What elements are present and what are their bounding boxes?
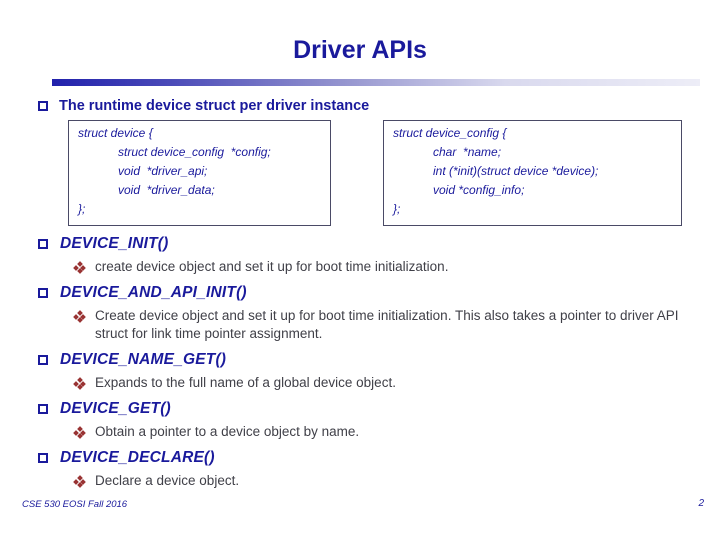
section-desc-row: Obtain a pointer to a device object by n… bbox=[0, 423, 720, 441]
api-sections: DEVICE_INIT() create device object and s… bbox=[0, 233, 720, 496]
section-desc: Expands to the full name of a global dev… bbox=[95, 375, 396, 390]
section-desc-row: Declare a device object. bbox=[0, 472, 720, 490]
section-heading-row: DEVICE_GET() bbox=[0, 398, 720, 419]
square-bullet-icon bbox=[38, 452, 48, 463]
section-desc-row: create device object and set it up for b… bbox=[0, 258, 720, 276]
section-heading: DEVICE_GET() bbox=[60, 399, 171, 417]
four-diamonds-bullet-icon bbox=[73, 426, 86, 439]
code-line: struct device_config { bbox=[393, 126, 507, 140]
title-underline-bar bbox=[52, 79, 700, 86]
section-desc: create device object and set it up for b… bbox=[95, 259, 449, 274]
four-diamonds-bullet-icon bbox=[73, 261, 86, 274]
section-heading-row: DEVICE_DECLARE() bbox=[0, 447, 720, 468]
section-device-init: DEVICE_INIT() create device object and s… bbox=[0, 233, 720, 276]
section-device-declare: DEVICE_DECLARE() Declare a device object… bbox=[0, 447, 720, 490]
section-desc: Declare a device object. bbox=[95, 473, 240, 488]
section-heading: DEVICE_INIT() bbox=[60, 234, 169, 252]
footer-course-label: CSE 530 EOSI Fall 2016 bbox=[22, 499, 128, 510]
code-line: struct device { bbox=[78, 126, 153, 140]
section-heading-row: DEVICE_NAME_GET() bbox=[0, 349, 720, 370]
square-bullet-icon bbox=[38, 354, 48, 365]
section-desc: Create device object and set it up for b… bbox=[95, 308, 679, 341]
section-device-name-get: DEVICE_NAME_GET() Expands to the full na… bbox=[0, 349, 720, 392]
square-bullet-icon bbox=[38, 101, 48, 111]
page-title: Driver APIs bbox=[293, 36, 427, 64]
square-bullet-icon bbox=[38, 403, 48, 414]
code-line: char *name; bbox=[393, 145, 502, 159]
code-line: void *config_info; bbox=[393, 183, 525, 197]
section-desc: Obtain a pointer to a device object by n… bbox=[95, 424, 360, 439]
code-box-struct-device: struct device { struct device_config *co… bbox=[68, 120, 331, 226]
code-line: void *driver_data; bbox=[78, 183, 215, 197]
section-desc-row: Expands to the full name of a global dev… bbox=[0, 374, 720, 392]
code-line: struct device_config *config; bbox=[78, 145, 271, 159]
four-diamonds-bullet-icon bbox=[73, 377, 86, 390]
section-heading: DEVICE_NAME_GET() bbox=[60, 350, 227, 368]
square-bullet-icon bbox=[38, 287, 48, 298]
code-line: void *driver_api; bbox=[78, 164, 208, 178]
code-box-struct-device-config: struct device_config { char *name; int (… bbox=[383, 120, 682, 226]
code-line: }; bbox=[78, 202, 86, 216]
page-number: 2 bbox=[698, 498, 704, 509]
intro-bullet-row: The runtime device struct per driver ins… bbox=[38, 96, 369, 116]
section-device-and-api-init: DEVICE_AND_API_INIT() Create device obje… bbox=[0, 282, 720, 343]
code-line: int (*init)(struct device *device); bbox=[393, 164, 599, 178]
section-heading-row: DEVICE_INIT() bbox=[0, 233, 720, 254]
code-line: }; bbox=[393, 202, 401, 216]
section-heading: DEVICE_AND_API_INIT() bbox=[60, 283, 247, 301]
square-bullet-icon bbox=[38, 238, 48, 249]
section-heading-row: DEVICE_AND_API_INIT() bbox=[0, 282, 720, 303]
section-heading: DEVICE_DECLARE() bbox=[60, 448, 215, 466]
four-diamonds-bullet-icon bbox=[73, 475, 86, 488]
intro-bullet-text: The runtime device struct per driver ins… bbox=[59, 98, 370, 114]
section-desc-row: Create device object and set it up for b… bbox=[0, 307, 720, 343]
four-diamonds-bullet-icon bbox=[73, 310, 86, 323]
section-device-get: DEVICE_GET() Obtain a pointer to a devic… bbox=[0, 398, 720, 441]
